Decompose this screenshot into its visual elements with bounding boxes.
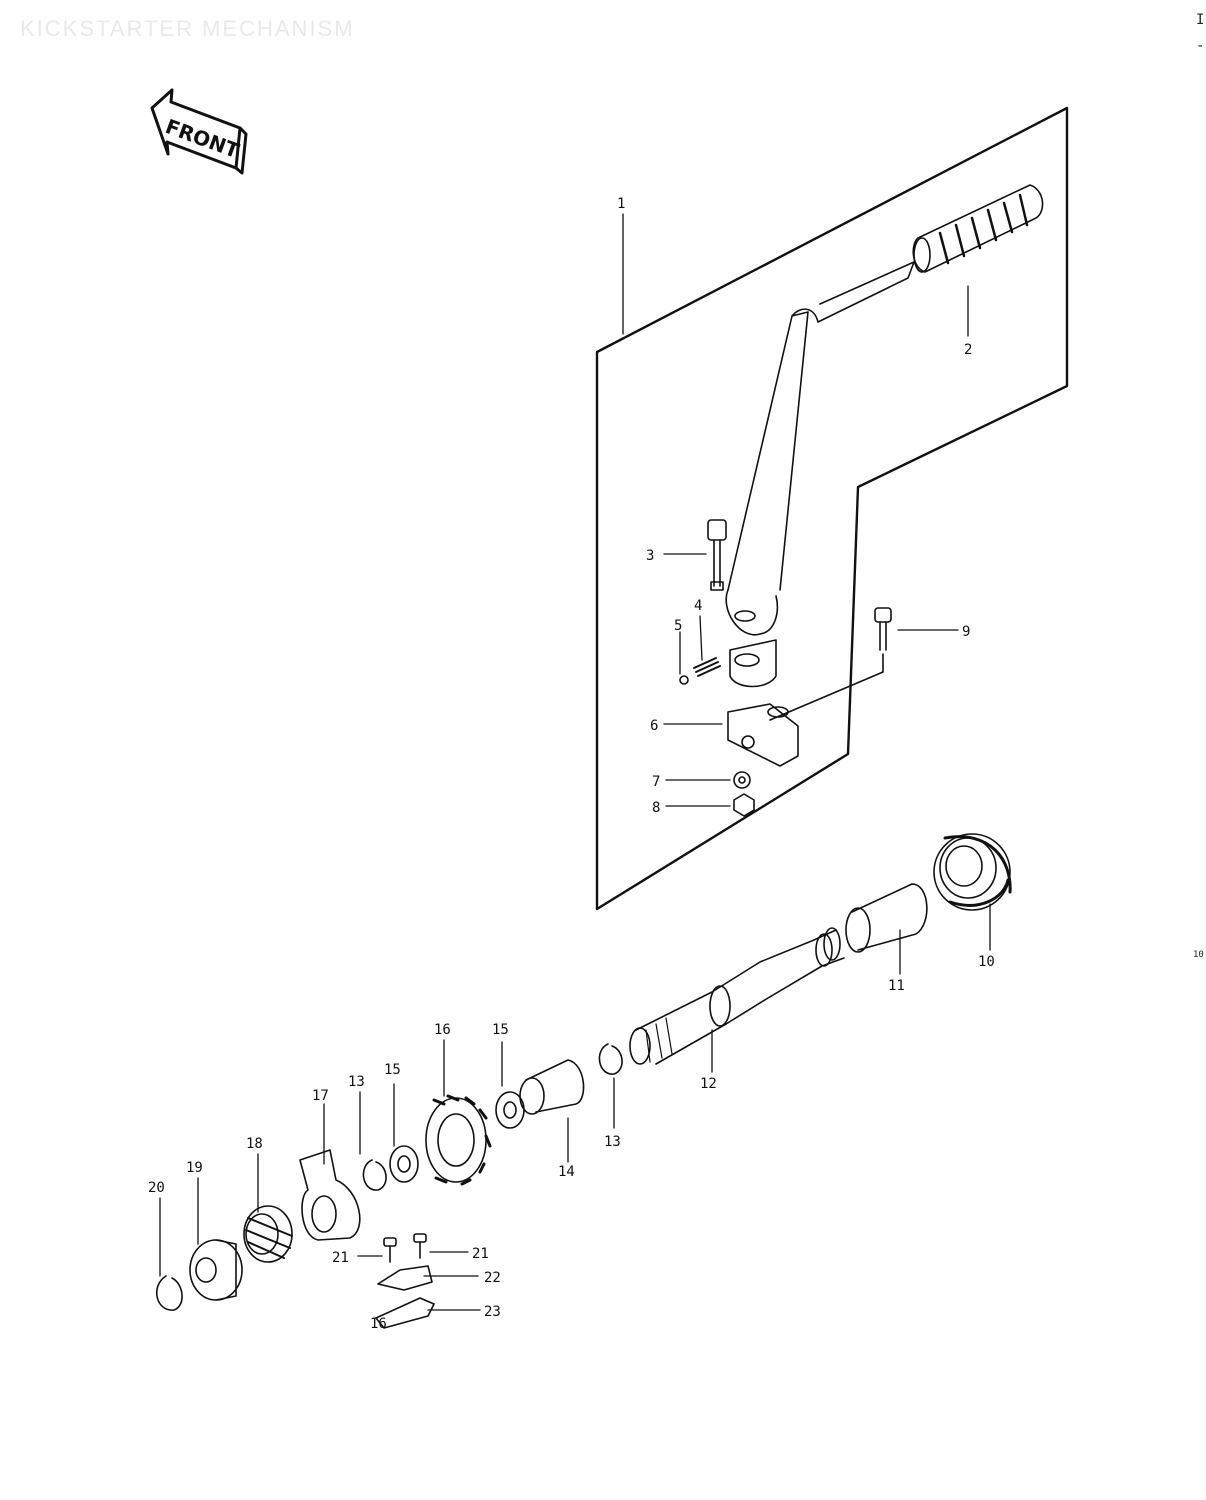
washer-part-15-right <box>495 1091 525 1129</box>
screws-part-21 <box>383 1233 427 1263</box>
kickstarter-shaft-part-12 <box>629 927 845 1065</box>
ratchet-part-17 <box>299 1149 361 1241</box>
page-title: KICKSTARTER MECHANISM <box>20 16 355 41</box>
callout-21-right: 21 <box>472 1246 489 1262</box>
circlip-part-20 <box>155 1275 183 1311</box>
circlip-part-13-left <box>362 1159 387 1191</box>
callout-2: 2 <box>964 342 972 358</box>
callout-16: 16 <box>434 1022 451 1038</box>
circlip-part-13-right <box>598 1043 623 1075</box>
callout-21-left: 21 <box>332 1250 349 1266</box>
callout-22: 22 <box>484 1270 501 1286</box>
front-arrow-badge: FRONT <box>150 88 248 175</box>
washer-part-15-left <box>389 1145 419 1183</box>
corner-mark-side: 10 <box>1193 950 1204 960</box>
callout-1: 1 <box>617 196 625 212</box>
kick-spring-part-10 <box>933 833 1012 911</box>
callout-4: 4 <box>694 598 702 614</box>
nut-part-8 <box>733 793 755 817</box>
callout-19: 19 <box>186 1160 203 1176</box>
callout-8: 8 <box>652 800 660 816</box>
callout-20-top: 20 <box>148 1180 165 1196</box>
plate-part-22 <box>377 1265 433 1291</box>
callout-15-left: 15 <box>384 1062 401 1078</box>
callout-10: 10 <box>978 954 995 970</box>
callout-13-right: 13 <box>604 1134 621 1150</box>
collar-part-14 <box>519 1059 585 1115</box>
spring-part-18 <box>243 1205 293 1263</box>
callout-11: 11 <box>888 978 905 994</box>
bolt-part-9 <box>769 607 892 721</box>
callout-23: 23 <box>484 1304 501 1320</box>
callout-9: 9 <box>962 624 970 640</box>
callout-15-right: 15 <box>492 1022 509 1038</box>
kick-lever-arm <box>725 261 915 688</box>
spring-guide-part-11 <box>845 883 928 953</box>
rubber-grip <box>912 184 1044 273</box>
corner-mark-top: I <box>1196 12 1205 28</box>
callout-17: 17 <box>312 1088 329 1104</box>
callout-6: 6 <box>650 718 658 734</box>
callout-16-bottom: 16 <box>370 1316 387 1332</box>
callout-7: 7 <box>652 774 660 790</box>
assembly-boundary-line <box>595 106 1069 911</box>
washer-part-7 <box>733 771 751 789</box>
callout-12: 12 <box>700 1076 717 1092</box>
bolt-part-3 <box>707 519 727 591</box>
callout-13-left: 13 <box>348 1074 365 1090</box>
callout-14: 14 <box>558 1164 575 1180</box>
corner-mark-dash: - <box>1196 38 1205 54</box>
kick-gear-part-16 <box>425 1094 492 1186</box>
ball-part-5 <box>679 675 689 685</box>
callout-5: 5 <box>674 618 682 634</box>
callout-3: 3 <box>646 548 654 564</box>
leader-lines <box>159 213 991 1311</box>
holder-part-19 <box>189 1239 243 1301</box>
spring-part-4 <box>679 657 721 685</box>
callout-18: 18 <box>246 1136 263 1152</box>
